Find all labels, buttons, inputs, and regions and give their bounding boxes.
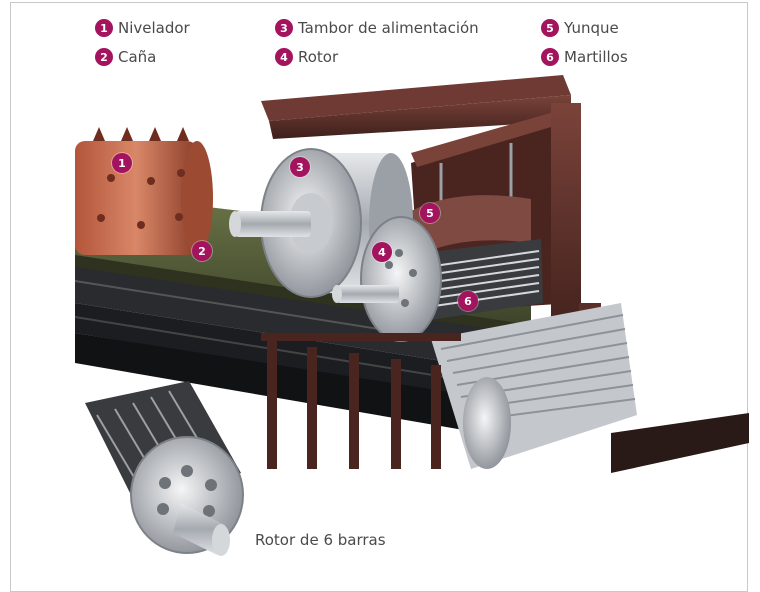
- legend-item-rotor: 4 Rotor: [275, 48, 338, 66]
- legend-label: Rotor: [298, 48, 339, 66]
- shredder-illustration: [74, 75, 749, 556]
- legend-number-badge: 2: [95, 48, 113, 66]
- legend-label: Caña: [118, 48, 157, 66]
- legend-item-martillos: 6 Martillos: [541, 48, 628, 66]
- legend-label: Nivelador: [118, 19, 190, 37]
- inset-caption: Rotor de 6 barras: [255, 531, 386, 549]
- marker-nivelador: 1: [112, 153, 132, 173]
- legend-item-yunque: 5 Yunque: [541, 19, 619, 37]
- hammers: [421, 239, 543, 321]
- marker-rotor: 4: [372, 242, 392, 262]
- marker-cana: 2: [192, 241, 212, 261]
- marker-tambor: 3: [290, 157, 310, 177]
- six-bar-rotor-inset: [85, 381, 244, 556]
- legend-item-nivelador: 1 Nivelador: [95, 19, 190, 37]
- legend-number-badge: 6: [541, 48, 559, 66]
- legend-number-badge: 4: [275, 48, 293, 66]
- legend-label: Martillos: [564, 48, 628, 66]
- legend-item-tambor: 3 Tambor de alimentación: [275, 19, 479, 37]
- legend-number-badge: 5: [541, 19, 559, 37]
- slat-conveyor: [261, 303, 749, 473]
- legend-number-badge: 3: [275, 19, 293, 37]
- legend-label: Yunque: [564, 19, 619, 37]
- legend-number-badge: 1: [95, 19, 113, 37]
- legend-item-cana: 2 Caña: [95, 48, 156, 66]
- leveler-drum: [75, 127, 213, 255]
- marker-yunque: 5: [420, 203, 440, 223]
- figure-frame: 1 Nivelador 2 Caña 3 Tambor de alimentac…: [10, 2, 749, 592]
- marker-martillos: 6: [458, 291, 478, 311]
- legend-label: Tambor de alimentación: [298, 19, 479, 37]
